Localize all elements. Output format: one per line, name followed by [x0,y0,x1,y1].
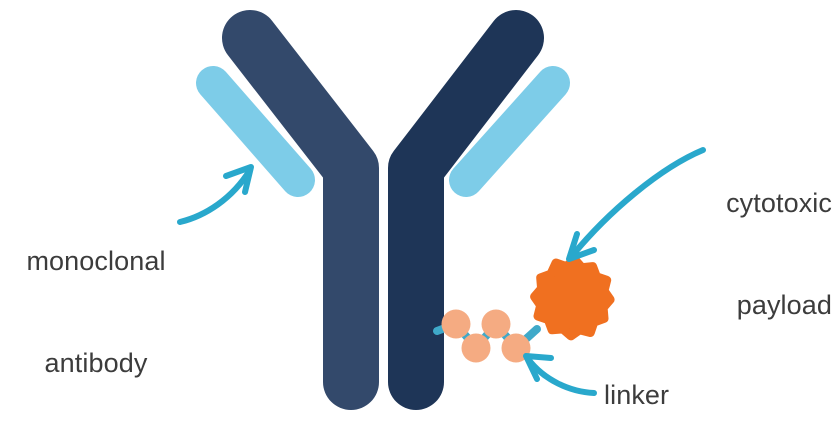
arrow-to-cytotoxic-payload [566,147,706,262]
heavy-chain-right [388,10,544,410]
heavy-chain-left [222,10,379,410]
label-monoclonal-antibody-line2: antibody [44,348,148,378]
arrow-to-linker [523,353,597,396]
arrow-to-monoclonal-antibody [177,164,254,225]
label-cytotoxic-payload-line1: cytotoxic [726,188,832,218]
linker-bead [441,309,471,339]
label-cytotoxic-payload: cytotoxic payload [572,118,832,390]
cytotoxic-payload-burst [530,255,615,341]
label-monoclonal-antibody-line1: monoclonal [26,246,166,276]
linker-bead [461,333,491,363]
light-chain-left [196,66,315,197]
label-monoclonal-antibody: monoclonal antibody [16,176,176,428]
linker-bead [481,309,511,339]
label-linker: linker [604,380,670,410]
light-chain-right [449,66,570,197]
linker-chain [433,309,541,363]
label-cytotoxic-payload-line2: payload [736,290,832,320]
